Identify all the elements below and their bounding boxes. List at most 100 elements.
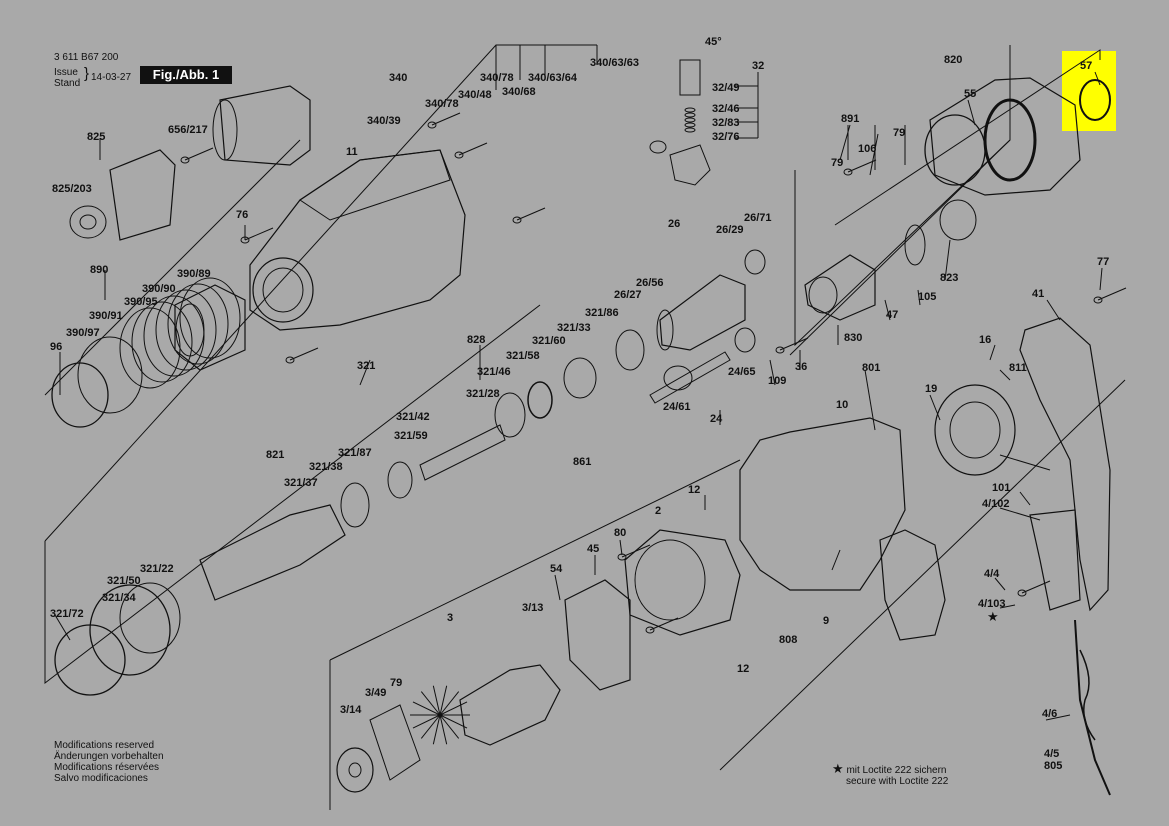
screw	[431, 112, 461, 126]
part-label: 109	[768, 375, 787, 387]
stand-label: Stand	[54, 78, 81, 89]
loctite-note: ★ mit Loctite 222 sichern secure with Lo…	[832, 761, 949, 787]
part-label: 105	[918, 291, 937, 303]
motor-support-bore	[924, 114, 986, 186]
gear-teeth	[663, 365, 693, 391]
leader-line	[999, 604, 1016, 609]
part-label: 321/34	[102, 592, 136, 604]
leader-line	[999, 369, 1011, 381]
fan-blade	[439, 701, 468, 716]
screw	[779, 337, 809, 351]
part-label: 4/5	[1044, 748, 1060, 760]
part-label: 11	[346, 146, 358, 158]
part-label: 340/48	[458, 89, 492, 101]
leader-line	[944, 239, 951, 281]
leader-line	[967, 99, 976, 126]
spring-coil	[684, 122, 696, 128]
part-label: 321/59	[394, 430, 428, 442]
part-label: 54	[550, 563, 563, 575]
leader-line	[989, 344, 996, 361]
comb-spine	[789, 139, 1011, 356]
part-label: 26	[668, 218, 681, 230]
modifications-line: Salvo modificaciones	[54, 773, 148, 784]
part-label: 340/78	[425, 98, 459, 110]
loctite-line: mit Loctite 222 sichern	[846, 765, 947, 776]
striker-pin	[419, 424, 506, 481]
piston-cup	[615, 329, 645, 371]
modifications-line: Änderungen vorbehalten	[54, 751, 164, 762]
fan-blade	[439, 685, 448, 716]
screw	[458, 142, 488, 156]
star-icon: ★	[832, 761, 844, 776]
fan-blade	[412, 701, 441, 716]
part-label: 808	[779, 634, 798, 646]
part-label: 12	[688, 484, 701, 496]
part-label: 26/56	[636, 277, 664, 289]
modifications-line: Modifications réservées	[54, 762, 160, 773]
part-label: 36	[795, 361, 808, 373]
small-ring	[744, 249, 766, 275]
assembly-bracket	[794, 45, 1011, 347]
spring-coil	[684, 112, 696, 118]
part-label: 45	[587, 543, 600, 555]
part-label: 4/4	[984, 568, 1000, 580]
part-label: 801	[862, 362, 881, 374]
part-label: 16	[979, 334, 992, 346]
part-label: 106	[858, 143, 877, 155]
gear-wheel	[939, 199, 977, 241]
part-label: 825	[87, 131, 106, 143]
armature-outline	[459, 664, 561, 746]
issue-label: Issue	[54, 67, 78, 78]
leader-line	[619, 539, 623, 556]
spindle-outline	[199, 504, 346, 601]
part-label: 32	[752, 60, 765, 72]
piston	[563, 357, 597, 399]
spring-coil	[684, 127, 696, 133]
fan-blade	[432, 714, 441, 745]
assembly-bracket	[44, 304, 541, 685]
bearing	[734, 327, 756, 353]
screw	[1097, 287, 1127, 301]
screw-head	[180, 156, 190, 164]
screw	[244, 227, 274, 241]
part-label: 4/6	[1042, 708, 1058, 720]
part-label: 805	[1044, 760, 1063, 772]
screw	[289, 347, 319, 361]
stator-bore	[634, 539, 706, 621]
screw-head	[285, 356, 295, 364]
part-label: 24/61	[663, 401, 691, 413]
leader-line	[1045, 714, 1071, 721]
spring-105	[904, 224, 926, 266]
part-label: 55	[964, 88, 977, 100]
loctite-line: secure with Loctite 222	[846, 776, 949, 787]
part-label: 811	[1009, 362, 1027, 374]
screw-head	[843, 168, 853, 176]
selector-knob	[669, 144, 711, 186]
motor-support-outline	[929, 77, 1081, 196]
fan-blade	[439, 714, 448, 745]
part-label: 3	[447, 612, 454, 624]
figure-tag: Fig./Abb. 1	[140, 66, 232, 84]
bearing-hole	[348, 762, 362, 778]
bearing-plate	[336, 747, 374, 793]
spring-coil	[179, 277, 241, 359]
intermediate-shaft	[649, 351, 731, 404]
part-label: 823	[940, 272, 959, 284]
part-label: 26/29	[716, 224, 744, 236]
cylinder-outline	[659, 274, 746, 351]
front-cap-hole	[79, 214, 97, 230]
housing-top-cover	[299, 149, 451, 221]
part-label: 321/28	[466, 388, 500, 400]
cylinder-face	[656, 309, 674, 351]
leader-line	[54, 614, 71, 641]
part-label: 3/13	[522, 602, 544, 614]
part-label: 26/71	[744, 212, 772, 224]
part-label: 79	[831, 157, 844, 169]
part-label: 26/27	[614, 289, 642, 301]
brush-block	[679, 59, 701, 96]
part-label: 825/203	[52, 183, 92, 195]
brush-holder	[934, 384, 1016, 476]
leader-line	[1094, 71, 1101, 86]
part-label: 80	[614, 527, 627, 539]
